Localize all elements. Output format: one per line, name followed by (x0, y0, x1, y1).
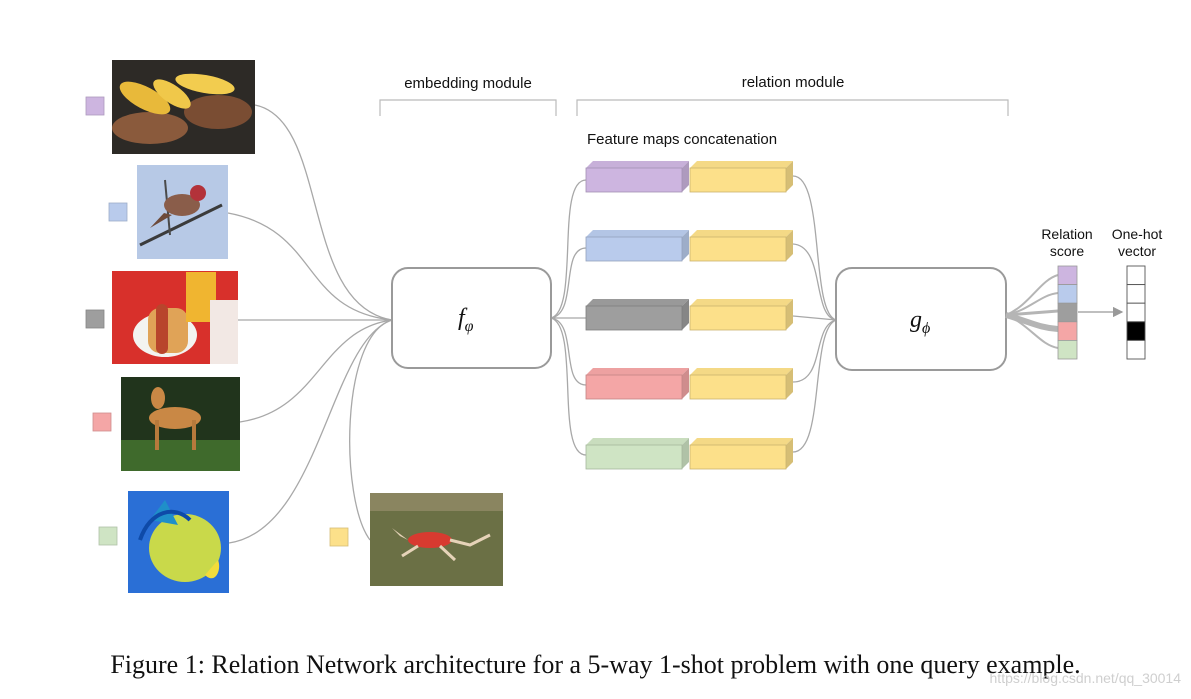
concat-to-g-connectors (792, 175, 837, 453)
concat-label: Feature maps concatenation (587, 131, 777, 148)
onehot-vector-column (1126, 265, 1146, 360)
red-bird-image (137, 165, 228, 259)
onehot-label-2: vector (1118, 243, 1156, 259)
angelfish-image (128, 491, 229, 593)
query-feature-map-4 (689, 368, 793, 400)
query-feature-map-2 (689, 230, 793, 262)
class-swatches (85, 96, 349, 547)
score-cell-3 (1057, 302, 1078, 323)
figure-caption: Figure 1: Relation Network architecture … (110, 650, 1081, 679)
onehot-cell-5 (1126, 339, 1146, 360)
feature-map-rows (585, 161, 793, 470)
score-cell-4 (1057, 321, 1078, 341)
support-feature-map-4 (585, 368, 689, 400)
g-symbol: gϕ (910, 307, 930, 337)
g-module-box (835, 267, 1007, 371)
hotdog-image (112, 271, 238, 364)
score-cell-2 (1057, 284, 1078, 304)
query-feature-map-5 (689, 438, 793, 470)
watermark: https://blog.csdn.net/qq_30014 (989, 670, 1181, 686)
query-feature-map-1 (689, 161, 793, 193)
score-cell-1 (1057, 265, 1078, 286)
class-swatch-1 (85, 96, 105, 116)
relation-score-column (1057, 265, 1078, 360)
relation-module-label: relation module (742, 74, 845, 91)
f-symbol: fφ (458, 305, 474, 335)
embedding-module-label: embedding module (404, 75, 532, 92)
running-dog-query-image (370, 493, 503, 586)
query-swatch (329, 527, 349, 547)
support-feature-map-1 (585, 161, 689, 193)
support-feature-map-5 (585, 438, 689, 470)
onehot-cell-1 (1126, 265, 1146, 286)
f-to-concat-connectors (550, 179, 587, 456)
onehot-label-1: One-hot (1112, 226, 1163, 242)
support-feature-map-2 (585, 230, 689, 262)
saluki-dog-image (121, 377, 240, 471)
image-to-f-connectors (227, 104, 393, 544)
score-cell-5 (1057, 339, 1078, 360)
relation-score-label-2: score (1050, 243, 1084, 259)
embedding-bracket (379, 99, 557, 116)
f-module-box (391, 267, 552, 369)
support-feature-map-3 (585, 299, 689, 331)
g-to-score-connectors (1005, 274, 1059, 349)
class-swatch-4 (92, 412, 112, 432)
relation-score-label-1: Relation (1041, 226, 1092, 242)
class-swatch-5 (98, 526, 118, 546)
relation-bracket (576, 99, 1009, 116)
onehot-cell-2 (1126, 284, 1146, 304)
class-swatch-2 (108, 202, 128, 222)
query-feature-map-3 (689, 299, 793, 331)
onehot-cell-3 (1126, 302, 1146, 323)
corn-and-steak-image (112, 60, 255, 154)
class-swatch-3 (85, 309, 105, 329)
onehot-cell-4 (1126, 321, 1146, 341)
